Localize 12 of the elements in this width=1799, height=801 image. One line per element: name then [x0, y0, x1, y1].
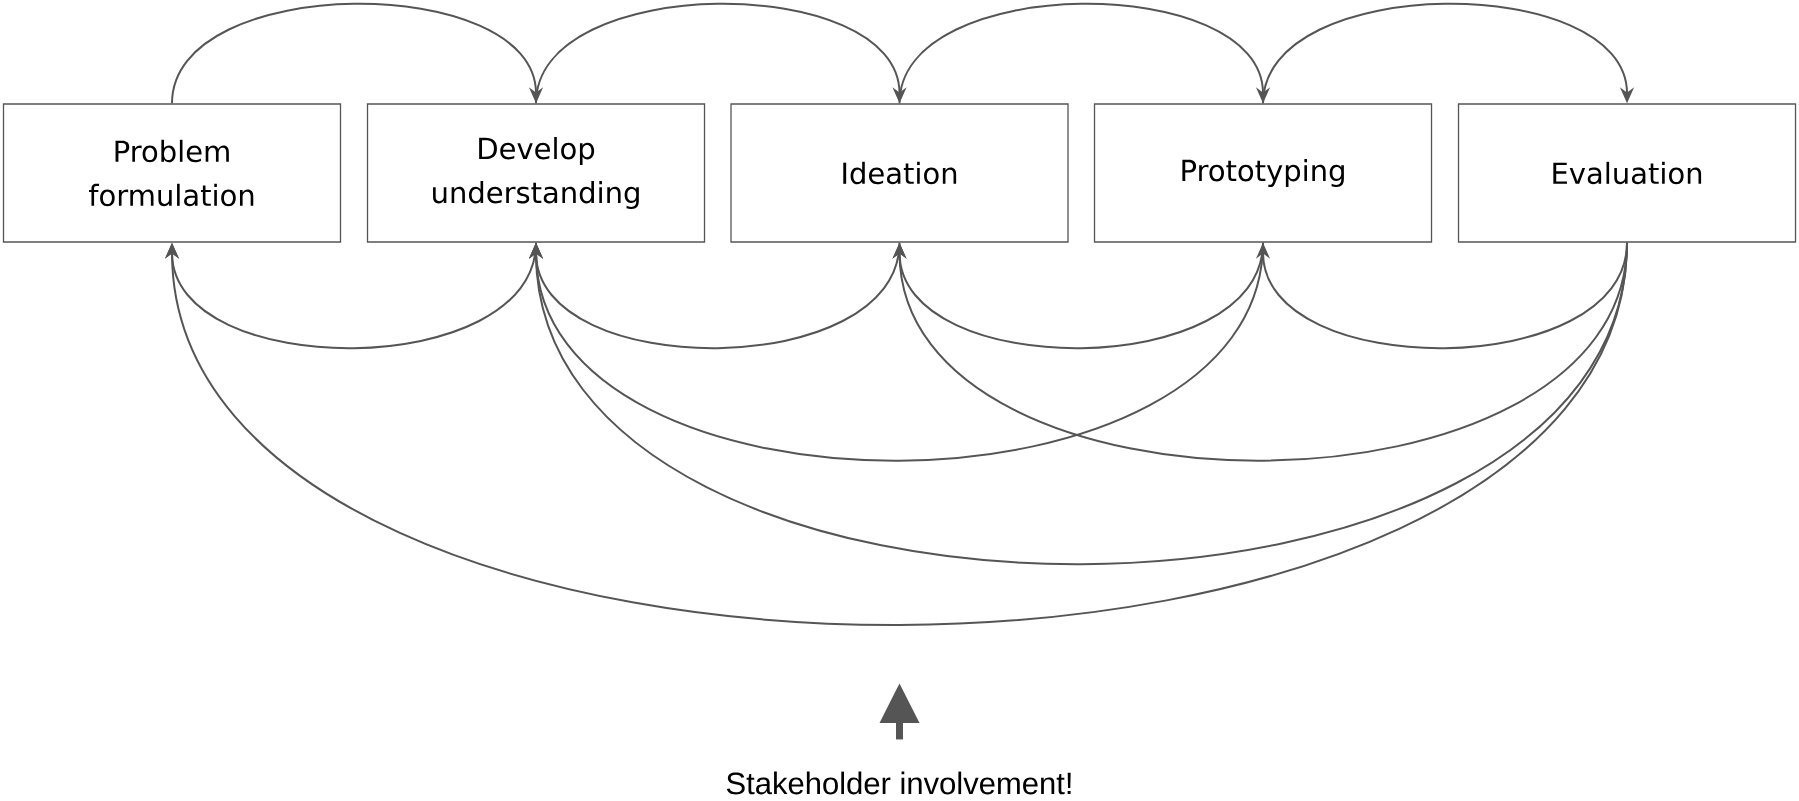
arrow: [164, 241, 1628, 626]
arrow: [171, 2, 544, 105]
process-box: Develop understanding: [366, 103, 706, 243]
note-text: Stakeholder involvement!: [726, 771, 1071, 795]
arrow: [898, 2, 1271, 105]
process-box: Problem formulation: [2, 103, 342, 243]
arrow: [1262, 2, 1635, 105]
arrow: [535, 2, 907, 105]
arrow: [892, 241, 1628, 462]
process-box: Prototyping: [1093, 103, 1433, 243]
process-box: Evaluation: [1457, 103, 1797, 243]
process-box: Ideation: [730, 103, 1069, 243]
